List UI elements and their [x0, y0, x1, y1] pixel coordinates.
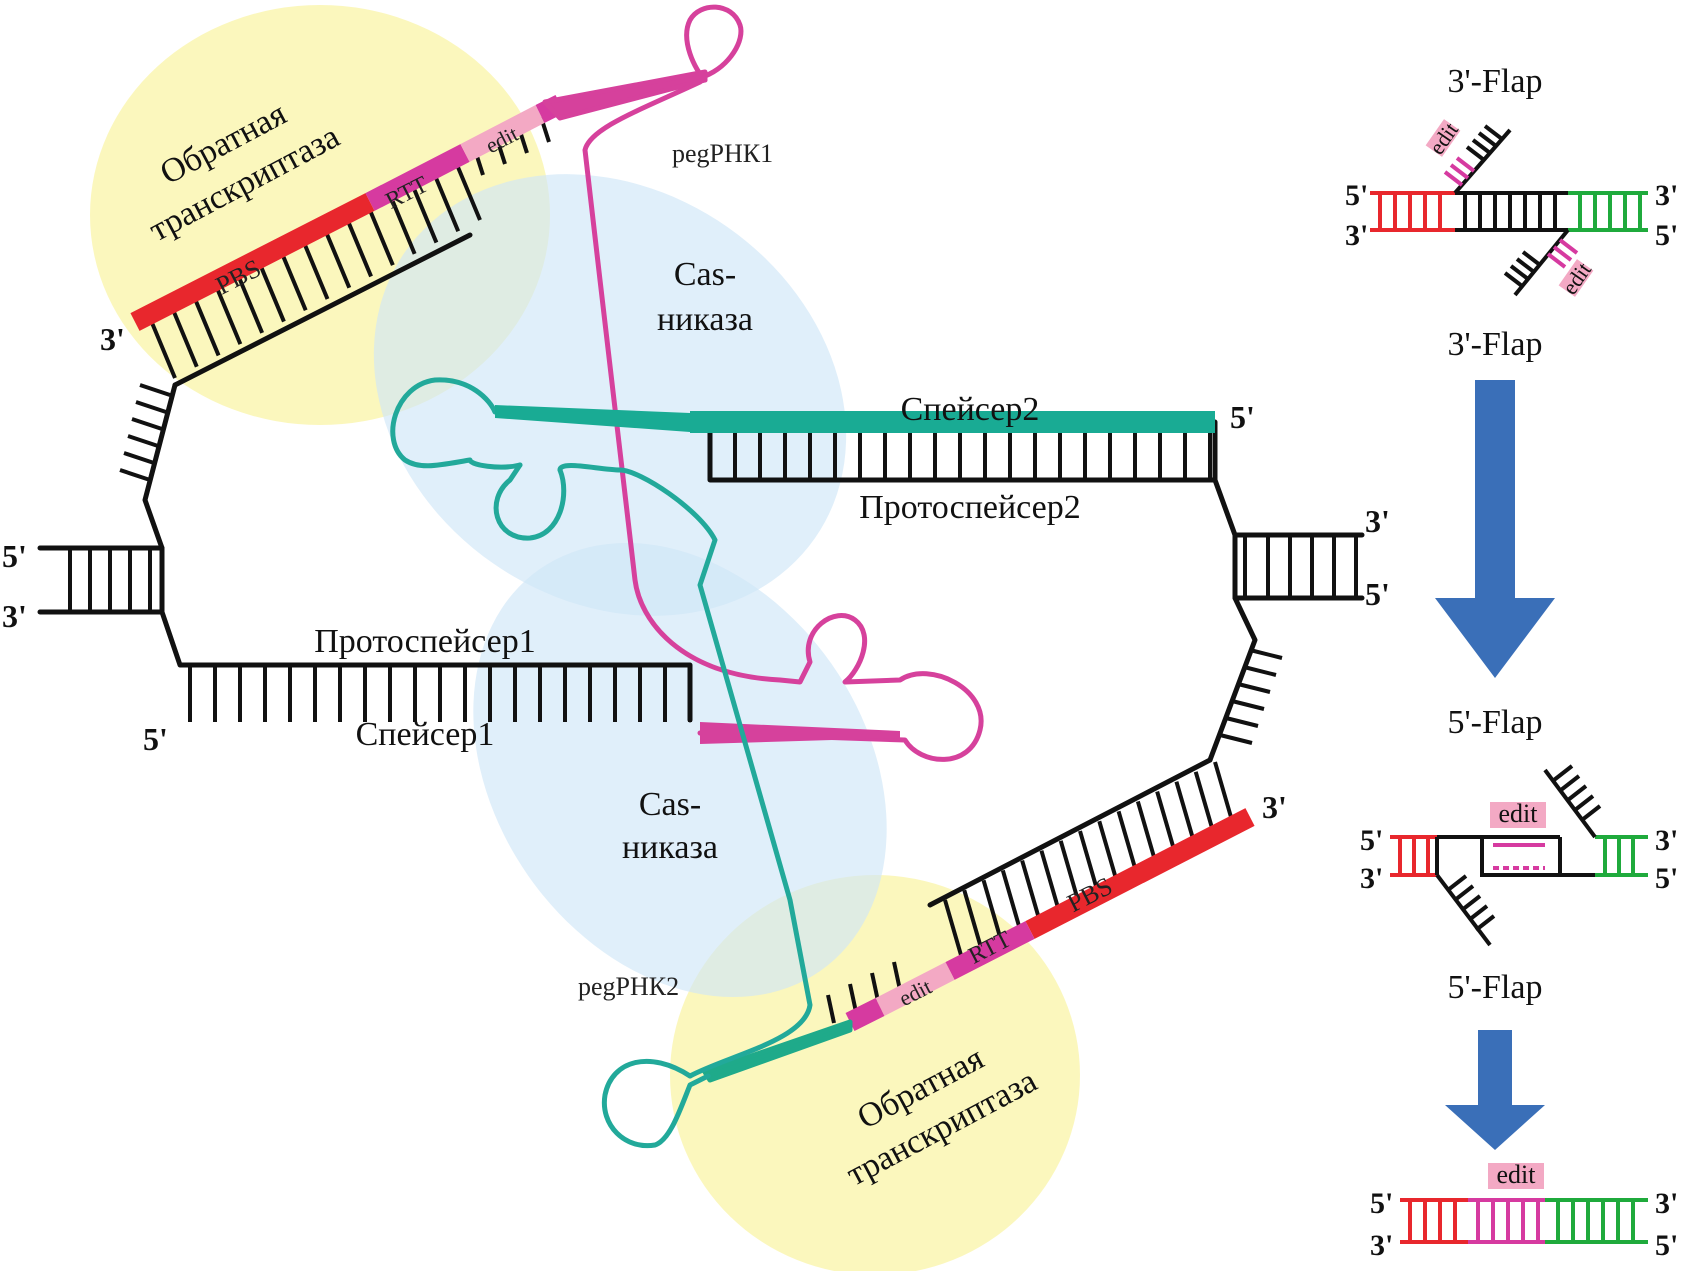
base-pair-rung	[1058, 840, 1081, 904]
ff-end-3-right: 3'	[1655, 824, 1678, 857]
end-3-right-upper: 3'	[1365, 503, 1390, 539]
five-flap-edit: edit	[1499, 799, 1539, 828]
end-5-left-upper: 5'	[2, 538, 27, 574]
base-pair-rung	[453, 159, 482, 221]
peg1-rna	[542, 4, 984, 762]
end-5-right-lower: 5'	[1365, 576, 1390, 612]
base-pair-rung	[1039, 850, 1062, 914]
duplex-left-rungs	[68, 548, 152, 612]
base-pair-rung	[300, 238, 330, 300]
base-pair-rung	[1174, 781, 1197, 845]
five-flap-duplex	[1390, 764, 1648, 947]
end-3-topleft: 3'	[100, 321, 125, 357]
cas-bubble-top	[373, 174, 847, 616]
three-flap-duplex	[1370, 124, 1648, 297]
protospacer1-rungs	[188, 665, 692, 722]
ff-end-5-right: 5'	[1655, 862, 1678, 895]
base-pair-rung	[1097, 820, 1120, 884]
ticks-right	[1219, 648, 1283, 745]
peg2-rna	[390, 377, 853, 1149]
base-pair-rung	[213, 283, 243, 345]
three-flap-subtitle: 3'-Flap	[1448, 326, 1543, 363]
spacer2-taper	[495, 405, 690, 432]
base-pair-rung	[1078, 830, 1100, 894]
base-pair-rung	[1155, 791, 1178, 855]
fin-end-5-left: 5'	[1370, 1187, 1393, 1220]
base-pair-rung	[826, 994, 836, 1024]
base-pair-rung	[191, 294, 221, 357]
end-3-peg2: 3'	[1262, 789, 1287, 825]
cas-top-line1: Cas-	[674, 256, 736, 293]
peg2-label: pegРНК2	[578, 972, 679, 1001]
ff-end-3-left: 3'	[1360, 862, 1383, 895]
base-pair-rung	[870, 972, 880, 1002]
base-pair-rung	[1193, 771, 1216, 835]
tf-end-5-right: 5'	[1655, 219, 1678, 252]
base-pair-rung	[848, 983, 858, 1013]
five-flap-edit-box	[1490, 802, 1546, 828]
cas-bottom-line1: Cas-	[639, 786, 701, 823]
base-pair-rung	[431, 170, 461, 233]
base-pair-rung	[1116, 810, 1139, 874]
base-pair-rung	[387, 193, 417, 255]
spacer1-taper	[700, 722, 900, 744]
arrow-down-large	[1435, 380, 1555, 678]
protospacer2-label: Протоспейсер2	[859, 489, 1081, 526]
base-pair-rung	[148, 317, 177, 379]
base-pair-rung	[409, 181, 439, 244]
end-5-spacer1: 5'	[143, 721, 168, 757]
spacer1-label: Спейсер1	[356, 716, 495, 753]
fin-end-3-right: 3'	[1655, 1187, 1678, 1220]
protospacer2-rungs	[708, 433, 1212, 480]
tf-end-3-right: 3'	[1655, 179, 1678, 212]
final-edit: edit	[1497, 1160, 1537, 1189]
base-pair-rung	[322, 226, 352, 289]
base-pair-rung	[1000, 869, 1023, 933]
tf-end-3-left: 3'	[1345, 219, 1368, 252]
five-flap-subtitle: 5'-Flap	[1448, 969, 1543, 1006]
ff-end-5-left: 5'	[1360, 824, 1383, 857]
base-pair-rung	[278, 249, 308, 312]
cas-top-line2: никаза	[657, 301, 753, 338]
duplex-right-rungs	[1243, 535, 1358, 598]
base-pair-rung	[962, 889, 985, 953]
base-pair-rung	[366, 204, 395, 266]
base-pair-rung	[981, 879, 1004, 943]
five-flap-title: 5'-Flap	[1448, 704, 1543, 741]
peg1-label: pegРНК1	[672, 139, 773, 168]
final-edit-box	[1488, 1163, 1544, 1189]
three-flap-edit-top: edit	[1424, 118, 1463, 159]
three-flap-edit-box-top	[1425, 119, 1461, 157]
base-pair-rung	[1135, 800, 1158, 864]
ticks-left	[119, 383, 171, 482]
base-pair-rung	[1020, 860, 1043, 924]
fin-end-3-left: 3'	[1370, 1229, 1393, 1262]
base-pair-rung	[892, 961, 902, 991]
base-pair-rung	[235, 272, 264, 334]
final-duplex	[1400, 1198, 1648, 1244]
protospacer1-label: Протоспейсер1	[314, 623, 536, 660]
base-pair-rung	[1213, 761, 1235, 825]
spacer2-label: Спейсер2	[901, 391, 1040, 428]
three-flap-title: 3'-Flap	[1448, 63, 1543, 100]
base-pair-rung	[943, 899, 965, 963]
base-pair-rung	[169, 305, 199, 368]
cas-bottom-line2: никаза	[622, 829, 718, 866]
base-pair-rung	[257, 260, 286, 323]
dna-backbone	[37, 232, 1365, 908]
base-pair-rung	[344, 215, 373, 278]
end-3-left-lower: 3'	[2, 598, 27, 634]
end-5-spacer2: 5'	[1230, 399, 1255, 435]
three-flap-edit-box-bottom	[1558, 259, 1594, 297]
peg2-strand	[845, 808, 1255, 1031]
peg2-duplex-rungs	[826, 761, 1235, 1024]
arrow-down-small	[1445, 1030, 1545, 1150]
tf-end-5-left: 5'	[1345, 179, 1368, 212]
fin-end-5-right: 5'	[1655, 1229, 1678, 1262]
